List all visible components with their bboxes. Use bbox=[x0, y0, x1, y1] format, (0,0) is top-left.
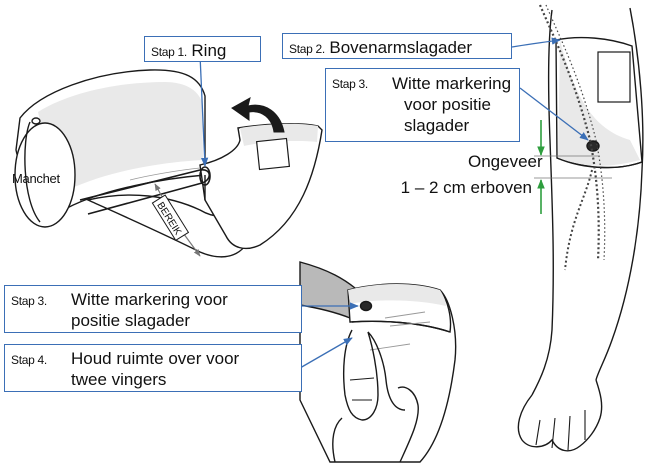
approx-line2: 1 – 2 cm erboven bbox=[400, 178, 532, 197]
leader-marker-top bbox=[519, 87, 589, 141]
step3-top-callout: Stap 3. Witte markering voor positie sla… bbox=[325, 68, 520, 142]
arm-drawing bbox=[517, 7, 644, 452]
step2-callout: Stap 2. Bovenarmslagader bbox=[282, 33, 512, 59]
closeup-drawing bbox=[299, 261, 457, 463]
approx-range-label: 1 – 2 cm erboven bbox=[372, 178, 532, 198]
step3-top-prefix: Stap 3. bbox=[332, 77, 368, 91]
cuff-drawing bbox=[14, 69, 323, 258]
step3-bottom-line2: positie slagader bbox=[71, 311, 191, 330]
approx-line1: Ongeveer bbox=[468, 152, 543, 171]
step3-bottom-line1: Witte markering voor bbox=[71, 290, 228, 309]
step4-callout: Stap 4. Houd ruimte over voor twee vinge… bbox=[4, 344, 302, 392]
step1-text: Ring bbox=[191, 41, 227, 60]
step4-line1: Houd ruimte over voor bbox=[71, 349, 240, 368]
fold-direction-arrow bbox=[231, 97, 285, 133]
manchet-label: Manchet bbox=[12, 171, 60, 186]
vein-line bbox=[564, 169, 593, 271]
closeup-marker-dot bbox=[359, 300, 373, 312]
step3-bottom-prefix: Stap 3. bbox=[11, 294, 47, 308]
artery-line-2 bbox=[545, 4, 606, 261]
leader-artery bbox=[511, 37, 561, 48]
step2-prefix: Stap 2. bbox=[289, 42, 325, 56]
step3-bottom-callout: Stap 3. Witte markering voor positie sla… bbox=[4, 285, 302, 333]
leader-fingers bbox=[299, 337, 353, 369]
step4-line2: twee vingers bbox=[71, 370, 167, 389]
step2-text: Bovenarmslagader bbox=[329, 38, 473, 57]
step4-prefix: Stap 4. bbox=[11, 353, 47, 367]
artery-marker-dot bbox=[586, 140, 600, 152]
leader-ring bbox=[199, 54, 209, 167]
step1-callout: Stap 1. Ring bbox=[144, 36, 261, 62]
step3-top-line1: Witte markering bbox=[392, 74, 512, 93]
approx-label: Ongeveer bbox=[468, 152, 543, 172]
step3-top-line2: voor positie bbox=[404, 95, 491, 114]
step1-prefix: Stap 1. bbox=[151, 45, 187, 59]
step3-top-line3: slagader bbox=[404, 116, 470, 135]
